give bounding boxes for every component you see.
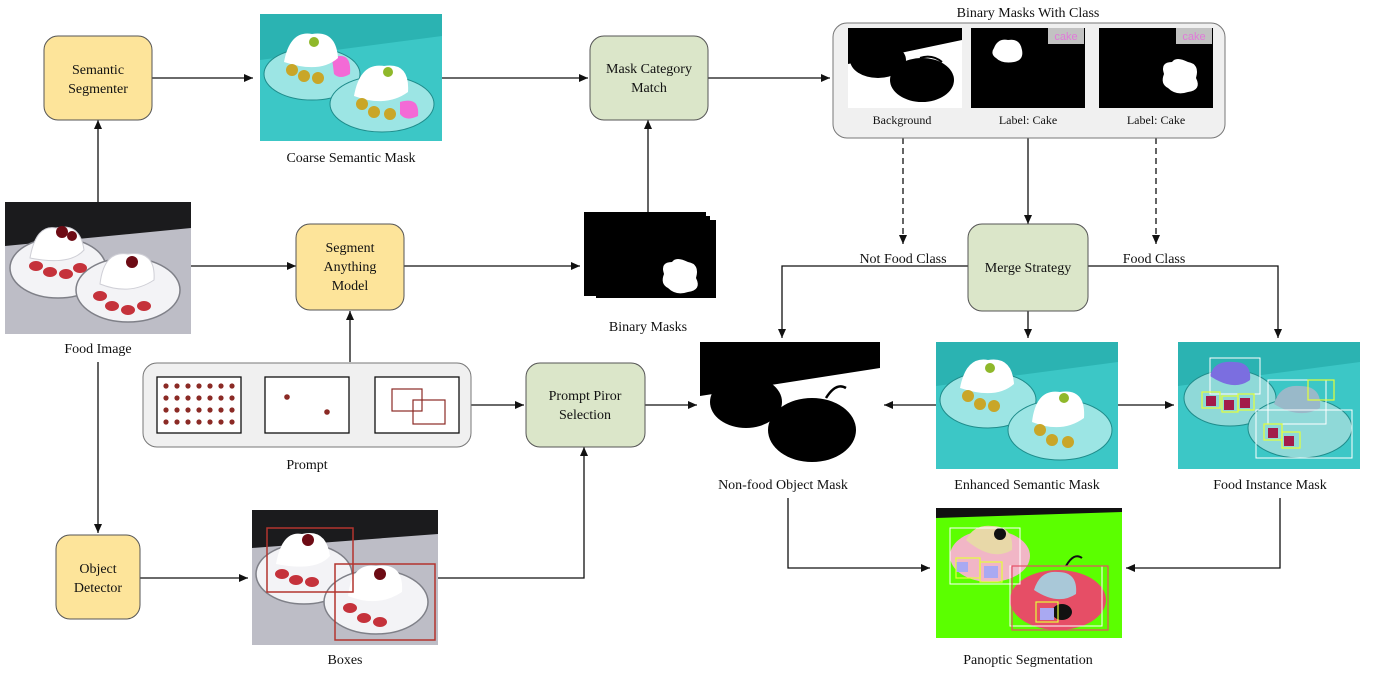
edge-boxes-to-selection — [438, 447, 588, 579]
label-cake-1: Label: Cake — [999, 113, 1057, 127]
prompt-grid-dot — [229, 395, 235, 401]
prompt-grid-dot — [196, 383, 202, 389]
edge-instance-to-panoptic — [1126, 498, 1281, 572]
prompt-grid-dot — [163, 407, 169, 413]
prompt-grid-dot — [196, 395, 202, 401]
binary-masks-with-class-panel: Background cake Label: Cake cake Label: … — [832, 22, 1226, 139]
boxes-caption: Boxes — [328, 653, 363, 668]
binary-masks-stack — [584, 212, 716, 298]
non-food-object-mask-caption: Non-food Object Mask — [718, 478, 848, 493]
prompt-grid-dot — [185, 395, 191, 401]
prompt-caption: Prompt — [286, 458, 327, 473]
prompt-grid-dot — [207, 407, 213, 413]
prompt-grid-dot — [174, 407, 180, 413]
node-prompt-prior-selection: Prompt Piror Selection — [525, 362, 646, 448]
prompt-grid-dot — [207, 395, 213, 401]
prompt-panel — [142, 362, 472, 448]
food-instance-mask — [1178, 342, 1360, 469]
edges — [94, 74, 1282, 582]
node-mask-category-match: Mask Category Match — [589, 35, 709, 121]
prompt-grid-dot — [229, 407, 235, 413]
prompt-grid-dot — [229, 419, 235, 425]
prompt-grid-dot — [185, 419, 191, 425]
prompt-grid-dot — [174, 419, 180, 425]
prompt-grid-dot — [163, 419, 169, 425]
merge-strategy-label: Merge Strategy — [985, 261, 1071, 276]
enhanced-semantic-mask — [936, 342, 1118, 469]
edge-merge-to-instance — [1088, 265, 1282, 338]
label-cake-2: Label: Cake — [1127, 113, 1185, 127]
panoptic-segmentation — [936, 508, 1122, 638]
boxes-image — [252, 510, 438, 645]
not-food-class-label: Not Food Class — [859, 252, 946, 267]
object-detector-label-line2: Detector — [74, 581, 123, 596]
non-food-object-mask — [700, 342, 880, 468]
prompt-grid-dot — [218, 395, 224, 401]
sam-label-line2: Anything — [324, 260, 377, 275]
prompt-grid-dot — [185, 383, 191, 389]
binary-masks-with-class-title: Binary Masks With Class — [957, 6, 1100, 21]
cake-mask-2: cake — [1099, 28, 1213, 108]
prompt-grid-dot — [196, 407, 202, 413]
prompt-prior-selection-label-line1: Prompt Piror — [549, 389, 622, 404]
edge-nonfood-to-panoptic — [787, 498, 930, 572]
prompt-grid-dot — [174, 395, 180, 401]
food-image — [5, 202, 191, 334]
enhanced-semantic-mask-caption: Enhanced Semantic Mask — [954, 478, 1099, 493]
prompt-grid-dot — [218, 407, 224, 413]
prompt-grid-dots — [163, 383, 235, 425]
food-image-caption: Food Image — [64, 342, 131, 357]
prompt-grid-dot — [218, 383, 224, 389]
node-object-detector: Object Detector — [55, 534, 141, 620]
mask-category-match-label-line1: Mask Category — [606, 62, 692, 77]
cake-mask-1: cake — [971, 28, 1085, 108]
cake-tag-2: cake — [1182, 31, 1205, 43]
cake-tag-1: cake — [1054, 31, 1077, 43]
prompt-grid-dot — [196, 419, 202, 425]
semantic-segmenter-label-line1: Semantic — [72, 63, 124, 78]
food-instance-mask-caption: Food Instance Mask — [1213, 478, 1327, 493]
prompt-grid-dot — [218, 419, 224, 425]
prompt-grid-dot — [229, 383, 235, 389]
edge-merge-to-nonfood — [778, 265, 968, 338]
prompt-grid-dot — [185, 407, 191, 413]
background-mask — [848, 28, 962, 108]
node-semantic-segmenter: Semantic Segmenter — [43, 35, 153, 121]
node-sam: Segment Anything Model — [295, 223, 405, 311]
prompt-grid-dot — [174, 383, 180, 389]
object-detector-label-line1: Object — [79, 562, 116, 577]
prompt-grid-dot — [163, 383, 169, 389]
background-label: Background — [873, 113, 932, 127]
binary-masks-caption: Binary Masks — [609, 320, 687, 335]
prompt-boxes — [374, 376, 460, 434]
mask-category-match-label-line2: Match — [631, 81, 667, 96]
prompt-grid-dot — [163, 395, 169, 401]
prompt-points — [264, 376, 350, 434]
prompt-grid-dot — [207, 383, 213, 389]
coarse-semantic-mask-caption: Coarse Semantic Mask — [286, 151, 415, 166]
prompt-prior-selection-label-line2: Selection — [559, 408, 611, 423]
sam-label-line3: Model — [332, 279, 369, 294]
semantic-segmenter-label-line2: Segmenter — [68, 82, 128, 97]
prompt-grid-dot — [207, 419, 213, 425]
sam-label-line1: Segment — [326, 241, 375, 256]
panoptic-segmentation-caption: Panoptic Segmentation — [963, 653, 1092, 668]
coarse-semantic-mask — [260, 14, 442, 141]
node-merge-strategy: Merge Strategy — [967, 223, 1089, 312]
food-class-label: Food Class — [1123, 252, 1186, 267]
